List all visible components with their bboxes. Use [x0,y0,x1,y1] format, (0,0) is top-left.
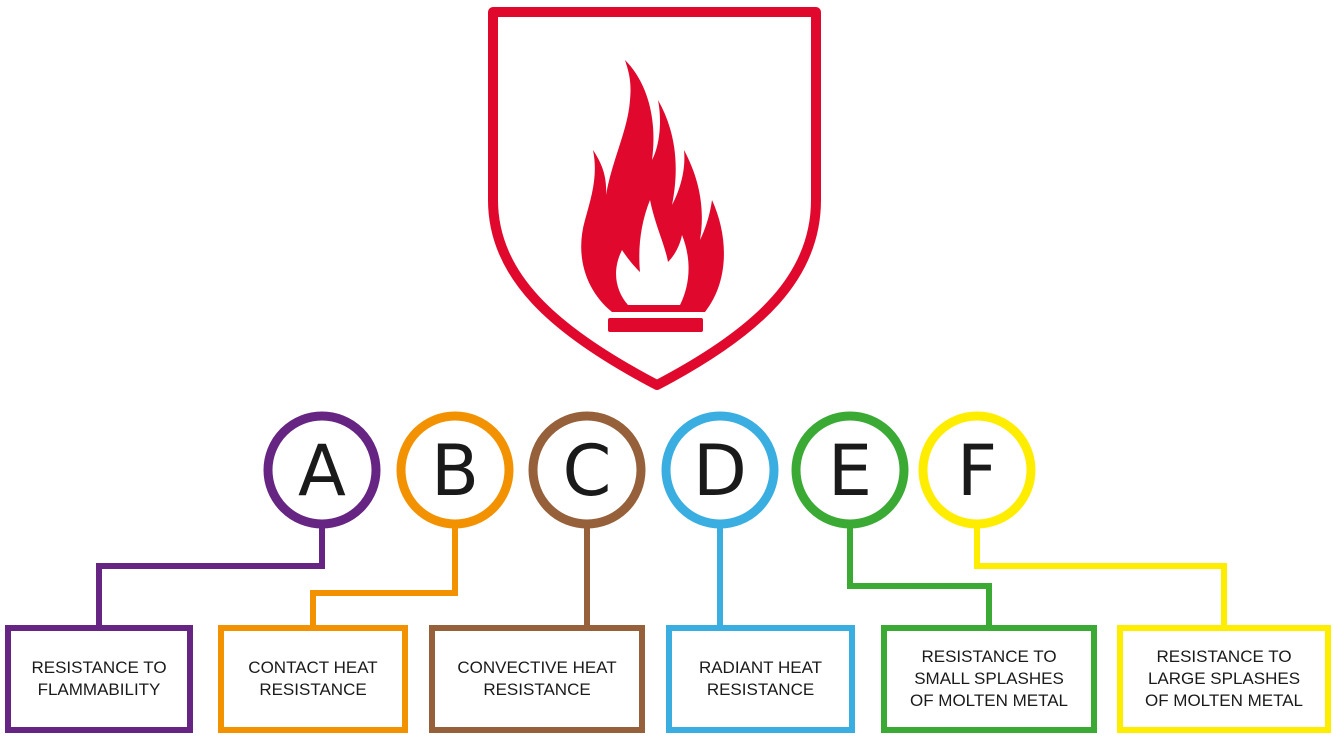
category-circle [263,411,381,529]
category-d: D RADIANT HEAT RESISTANCE [661,411,855,733]
category-f: F RESISTANCE TO LARGE SPLASHES OF MOLTEN ME… [918,411,1331,733]
category-label-line: CONTACT HEAT [248,658,377,677]
flame-icon [581,60,724,332]
category-label-line: LARGE SPLASHES [1148,669,1300,688]
category-label-line: OF MOLTEN METAL [1145,691,1303,710]
category-c: C CONVECTIVE HEAT RESISTANCE [429,411,646,733]
category-label-line: RESISTANCE [483,680,590,699]
category-label-line: SMALL SPLASHES [914,669,1064,688]
connector-line [310,524,458,628]
category-box [881,625,1097,733]
flame-base [608,318,703,332]
category-box [666,625,855,733]
category-label-line: RESISTANCE [707,680,814,699]
category-circle [528,411,646,529]
category-letter: A [298,430,346,512]
connector-line [974,524,1227,628]
category-label-line: RADIANT HEAT [699,658,822,677]
category-circle [396,411,514,529]
category-label-line: OF MOLTEN METAL [910,691,1068,710]
category-label-line: RESISTANCE TO [31,658,166,677]
category-box [1117,625,1331,733]
category-box [218,625,408,733]
category-b: B CONTACT HEAT RESISTANCE [218,411,514,733]
category-letter: C [563,430,612,512]
connector-line [847,524,992,628]
category-circle [918,411,1036,529]
shield-outline [488,7,821,390]
category-box [429,625,645,733]
category-letter: D [693,430,747,512]
category-a: A RESISTANCE TO FLAMMABILITY [5,411,381,733]
category-e: E RESISTANCE TO SMALL SPLASHES OF MOLTEN ME… [791,411,1097,733]
category-letter: E [828,430,872,512]
fire-shield-icon [488,7,821,390]
category-label-line: CONVECTIVE HEAT [457,658,616,677]
category-label-line: RESISTANCE TO [1156,647,1291,666]
category-circle [661,411,779,529]
connector-line [96,524,325,628]
category-box [5,625,193,733]
category-label-line: RESISTANCE TO [921,647,1056,666]
category-label-line: FLAMMABILITY [38,680,161,699]
category-circle [791,411,909,529]
category-letter: B [431,430,479,512]
category-letter: F [957,430,997,512]
category-label-line: RESISTANCE [259,680,366,699]
